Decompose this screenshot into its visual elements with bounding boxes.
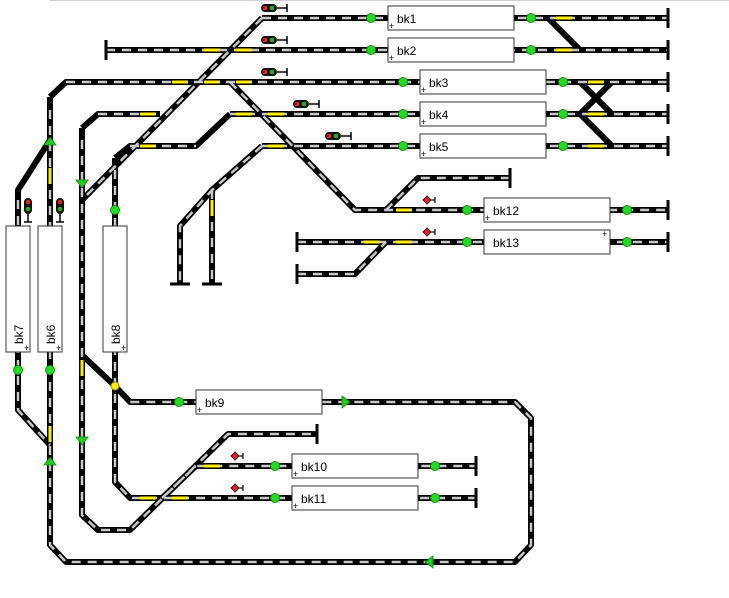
blocks: bk1 + bk2 + bk3 + bk4 + bk5 + bk12 + (5, 5, 611, 511)
direction-arrow-left-icon (424, 555, 434, 569)
signal-icon[interactable] (56, 198, 64, 223)
direction-arrow-right-icon (341, 395, 351, 409)
block-plus-marker: + (421, 117, 426, 127)
sensor-indicator[interactable] (398, 77, 408, 87)
direction-arrow-up-icon (43, 136, 57, 146)
block-label: bk2 (397, 44, 417, 58)
block-bk2[interactable]: bk2 + (387, 37, 515, 63)
block-bk7[interactable]: bk7 + (5, 225, 31, 353)
signal-icon[interactable] (261, 68, 288, 76)
sensor-indicator[interactable] (366, 13, 376, 23)
block-bk12[interactable]: bk12 + (483, 197, 611, 223)
block-plus-marker: + (389, 53, 394, 63)
sensor-indicator[interactable] (558, 109, 568, 119)
block-plus-marker: + (56, 343, 61, 353)
top-border-line (50, 0, 729, 1)
sensor-indicator[interactable] (526, 45, 536, 55)
block-plus-marker: + (421, 149, 426, 159)
sensor-indicator[interactable] (45, 365, 55, 375)
block-label: bk11 (301, 492, 326, 506)
signal-icon[interactable] (261, 36, 288, 44)
sensor-indicator[interactable] (430, 461, 440, 471)
block-bk10[interactable]: bk10 + (291, 453, 419, 479)
block-label: bk5 (429, 140, 449, 154)
block-bk9[interactable]: bk9 + (195, 389, 323, 415)
block-bk3[interactable]: bk3 + (419, 69, 547, 95)
block-bk13[interactable]: bk13 + (483, 229, 611, 255)
sensor-indicator[interactable] (398, 109, 408, 119)
block-plus-marker: + (121, 343, 126, 353)
block-plus-marker: + (293, 501, 298, 511)
block-bk1[interactable]: bk1 + (387, 5, 515, 31)
sensor-indicator[interactable] (622, 237, 632, 247)
sensor-indicator[interactable] (526, 13, 536, 23)
direction-arrow-down-icon (75, 436, 89, 446)
block-label: bk8 (109, 324, 123, 344)
block-label: bk7 (12, 324, 26, 344)
sensor-indicator[interactable] (622, 205, 632, 215)
block-bk4[interactable]: bk4 + (419, 101, 547, 127)
direction-arrow-up-icon (43, 456, 57, 466)
block-plus-marker: + (485, 213, 490, 223)
block-plus-marker: + (389, 21, 394, 31)
shunt-signal-icon[interactable] (230, 483, 244, 493)
block-bk5[interactable]: bk5 + (419, 133, 547, 159)
sensor-indicator[interactable] (430, 493, 440, 503)
signals (24, 4, 436, 493)
signal-icon[interactable] (325, 132, 352, 140)
block-plus-marker: + (421, 85, 426, 95)
signal-icon[interactable] (261, 4, 288, 12)
sensor-indicator[interactable] (270, 461, 280, 471)
block-label: bk13 (493, 236, 519, 250)
sensor-indicator[interactable] (398, 141, 408, 151)
block-label: bk10 (301, 460, 327, 474)
sensor-indicator[interactable] (174, 397, 184, 407)
block-bk6[interactable]: bk6 + (37, 225, 63, 353)
sensor-indicator[interactable] (13, 365, 23, 375)
direction-arrows (43, 136, 434, 569)
track-occupied-segments (48, 16, 604, 500)
block-label: bk4 (429, 108, 449, 122)
shunt-signal-icon[interactable] (230, 451, 244, 461)
sensor-indicator[interactable] (558, 141, 568, 151)
block-label: bk3 (429, 76, 449, 90)
block-plus-marker: + (293, 469, 298, 479)
block-bk11[interactable]: bk11 + (291, 485, 419, 511)
signal-icon[interactable] (293, 100, 320, 108)
shunt-signal-icon[interactable] (422, 227, 436, 237)
direction-arrow-down-icon (75, 179, 89, 189)
block-label: bk1 (397, 12, 417, 26)
sensor-indicator[interactable] (110, 205, 120, 215)
sensor-indicator[interactable] (558, 77, 568, 87)
track-sleepers (16, 16, 668, 564)
block-plus-marker: + (602, 229, 607, 239)
shunt-signal-icon[interactable] (422, 195, 436, 205)
block-plus-marker: + (197, 405, 202, 415)
block-label: bk12 (493, 204, 519, 218)
track-end-stops (104, 8, 670, 508)
sensor-indicator[interactable] (270, 493, 280, 503)
switch-point-indicator[interactable] (110, 381, 120, 391)
block-label: bk9 (205, 396, 225, 410)
sensor-indicator[interactable] (462, 237, 472, 247)
sensor-indicator[interactable] (366, 45, 376, 55)
signal-icon[interactable] (24, 198, 32, 223)
block-bk8[interactable]: bk8 + (102, 225, 128, 353)
block-plus-marker: + (24, 343, 29, 353)
sensors[interactable] (13, 13, 632, 503)
sensor-indicator[interactable] (462, 205, 472, 215)
block-label: bk6 (44, 324, 58, 344)
